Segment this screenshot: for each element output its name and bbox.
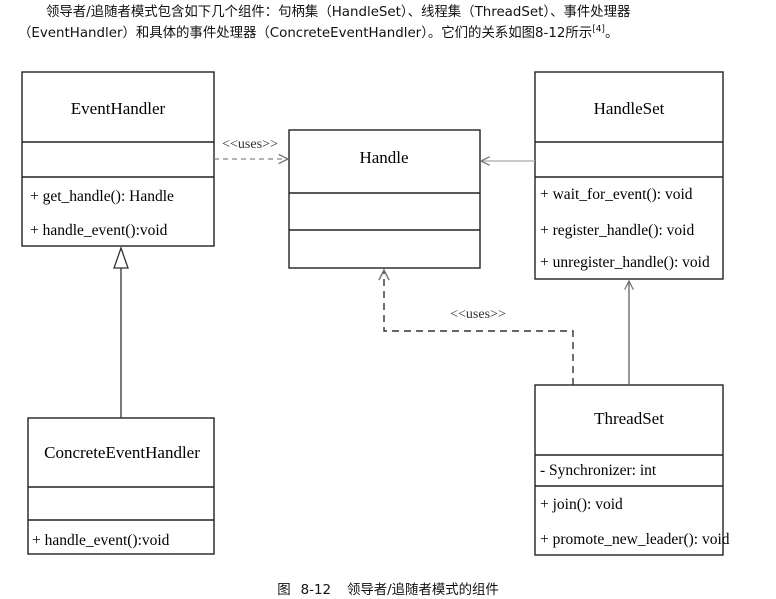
intro-line-2-end: 。 [604,26,619,41]
thread-set-name: ThreadSet [594,409,664,428]
event-handler-method: + handle_event():void [30,222,168,239]
handle-set-method: + unregister_handle(): void [540,254,710,271]
handle-set-method: + register_handle(): void [540,222,694,239]
caption-number: 8-12 [300,583,331,598]
class-event-handler: EventHandler + get_handle(): Handle + ha… [21,71,215,247]
intro-line-1: 领导者/追随者模式包含如下几个组件：句柄集（HandleSet）、线程集（Thr… [46,5,631,20]
class-thread-set: ThreadSet - Synchronizer: int + join(): … [534,384,730,556]
uses-label: <<uses>> [450,307,506,322]
caption-label: 图 [277,583,291,598]
intro-line-2-text: （EventHandler）和具体的事件处理器（ConcreteEventHan… [18,26,593,41]
class-handle: Handle [288,129,481,269]
concrete-event-handler-name: ConcreteEventHandler [44,443,200,462]
figure-caption: 图 8-12 领导者/追随者模式的组件 [0,578,776,598]
intro-paragraph: 领导者/追随者模式包含如下几个组件：句柄集（HandleSet）、线程集（Thr… [18,2,758,44]
handle-name: Handle [359,148,408,167]
uses-relation-thread-set-to-handle: <<uses>> [384,270,574,385]
thread-set-method: + join(): void [540,496,623,513]
thread-set-method: + promote_new_leader(): void [540,531,730,548]
event-handler-method: + get_handle(): Handle [30,188,174,205]
class-concrete-event-handler: ConcreteEventHandler + handle_event():vo… [27,417,215,555]
citation-ref: [4] [592,24,605,35]
inheritance-concrete-to-event-handler [113,246,129,418]
uses-label: <<uses>> [222,137,278,152]
handle-set-method: + wait_for_event(): void [540,186,693,203]
inheritance-arrow-icon [113,246,129,269]
caption-text: 领导者/追随者模式的组件 [346,583,499,598]
concrete-event-handler-method: + handle_event():void [32,532,170,549]
intro-line-2: （EventHandler）和具体的事件处理器（ConcreteEventHan… [18,23,758,44]
uses-relation-event-handler-to-handle: <<uses>> [214,137,288,159]
event-handler-name: EventHandler [71,99,166,118]
handle-set-name: HandleSet [594,99,665,118]
class-handle-set: HandleSet + wait_for_event(): void + reg… [534,71,724,280]
thread-set-attribute: - Synchronizer: int [540,462,657,479]
